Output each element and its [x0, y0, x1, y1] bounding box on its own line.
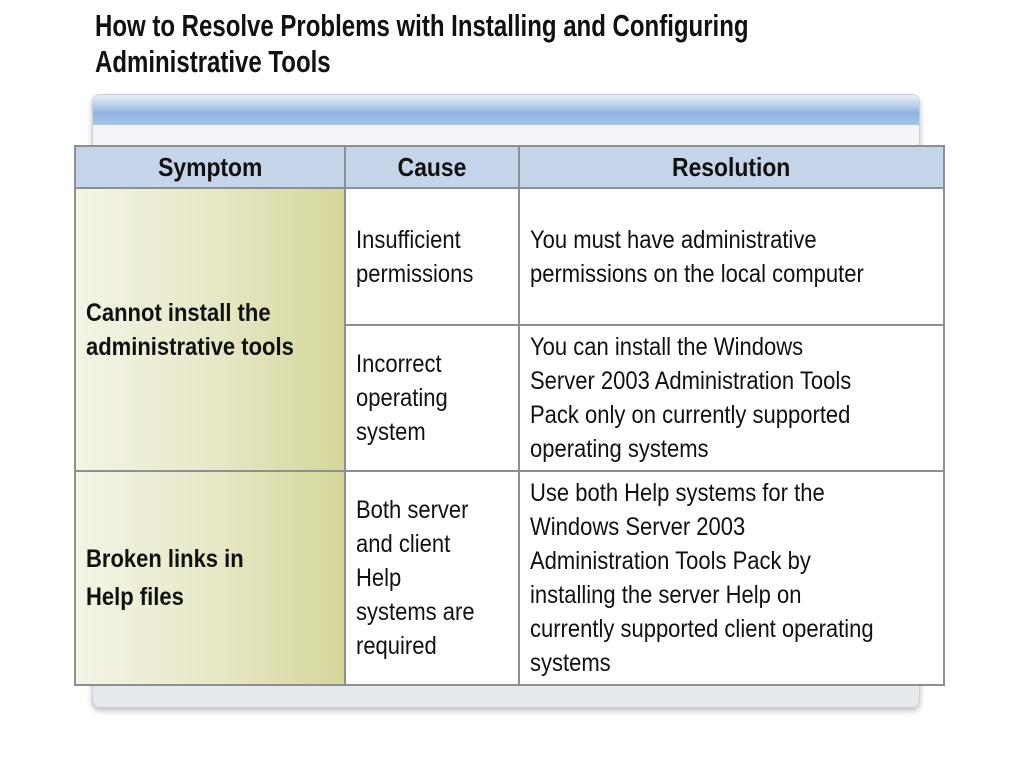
symptom-line: administrative tools: [86, 332, 294, 361]
resolution-line: Server 2003 Administration Tools: [530, 367, 852, 395]
header-cause: Cause: [344, 145, 520, 189]
cause-line: Help: [356, 564, 402, 592]
resolution-cell: You must have administrative permissions…: [518, 187, 945, 326]
resolution-line: Administration Tools Pack by: [530, 547, 811, 575]
table-row: Cannot install the administrative tools …: [74, 187, 945, 472]
resolution-line: You can install the Windows: [530, 333, 804, 361]
resolution-line: operating systems: [530, 435, 709, 463]
symptom-cell: Broken links in Help files: [74, 470, 346, 686]
resolution-line: Pack only on currently supported: [530, 401, 851, 429]
cause-line: and client: [356, 530, 451, 558]
cause-line: Insufficient: [356, 225, 461, 254]
cause-cell: Both server and client Help systems are …: [344, 470, 520, 686]
table-row: Incorrect operating system You can insta…: [75, 324, 945, 472]
resolution-line: Windows Server 2003: [530, 513, 746, 541]
resolution-line: currently supported client operating: [530, 615, 874, 643]
slide-title-line-1: How to Resolve Problems with Installing …: [95, 8, 749, 43]
symptom-line: Cannot install the: [86, 298, 271, 327]
resolution-cell: Use both Help systems for the Windows Se…: [518, 470, 945, 686]
table-row: Broken links in Help files Both server a…: [74, 470, 945, 686]
table-header-row: Symptom Cause Resolution: [74, 145, 945, 189]
cause-cell: Incorrect operating system: [344, 324, 520, 472]
slide-title: How to Resolve Problems with Installing …: [95, 8, 887, 80]
cause-line: permissions: [356, 259, 474, 288]
cause-line: Incorrect: [356, 350, 442, 378]
cause-line: system: [356, 418, 426, 446]
cause-line: operating: [356, 384, 448, 412]
slide-title-line-2: Administrative Tools: [95, 44, 331, 79]
resolution-line: installing the server Help on: [530, 581, 802, 609]
resolution-line: You must have administrative: [530, 225, 817, 254]
header-resolution: Resolution: [518, 145, 945, 189]
cause-line: required: [356, 632, 437, 660]
resolution-line: Use both Help systems for the: [530, 479, 825, 507]
resolution-line: permissions on the local computer: [530, 259, 864, 288]
backdrop-panel-band: [93, 95, 919, 125]
troubleshooting-table: Symptom Cause Resolution Cannot install …: [74, 145, 945, 686]
symptom-line: Broken links in: [86, 545, 244, 573]
symptom-line: Help files: [86, 583, 184, 611]
symptom-cell: Cannot install the administrative tools: [74, 187, 346, 472]
resolution-cell: You can install the Windows Server 2003 …: [518, 324, 945, 472]
cause-line: systems are: [356, 598, 475, 626]
cause-line: Both server: [356, 496, 469, 524]
cause-cell: Insufficient permissions: [344, 187, 520, 326]
resolution-line: systems: [530, 649, 611, 677]
header-symptom: Symptom: [74, 145, 346, 189]
